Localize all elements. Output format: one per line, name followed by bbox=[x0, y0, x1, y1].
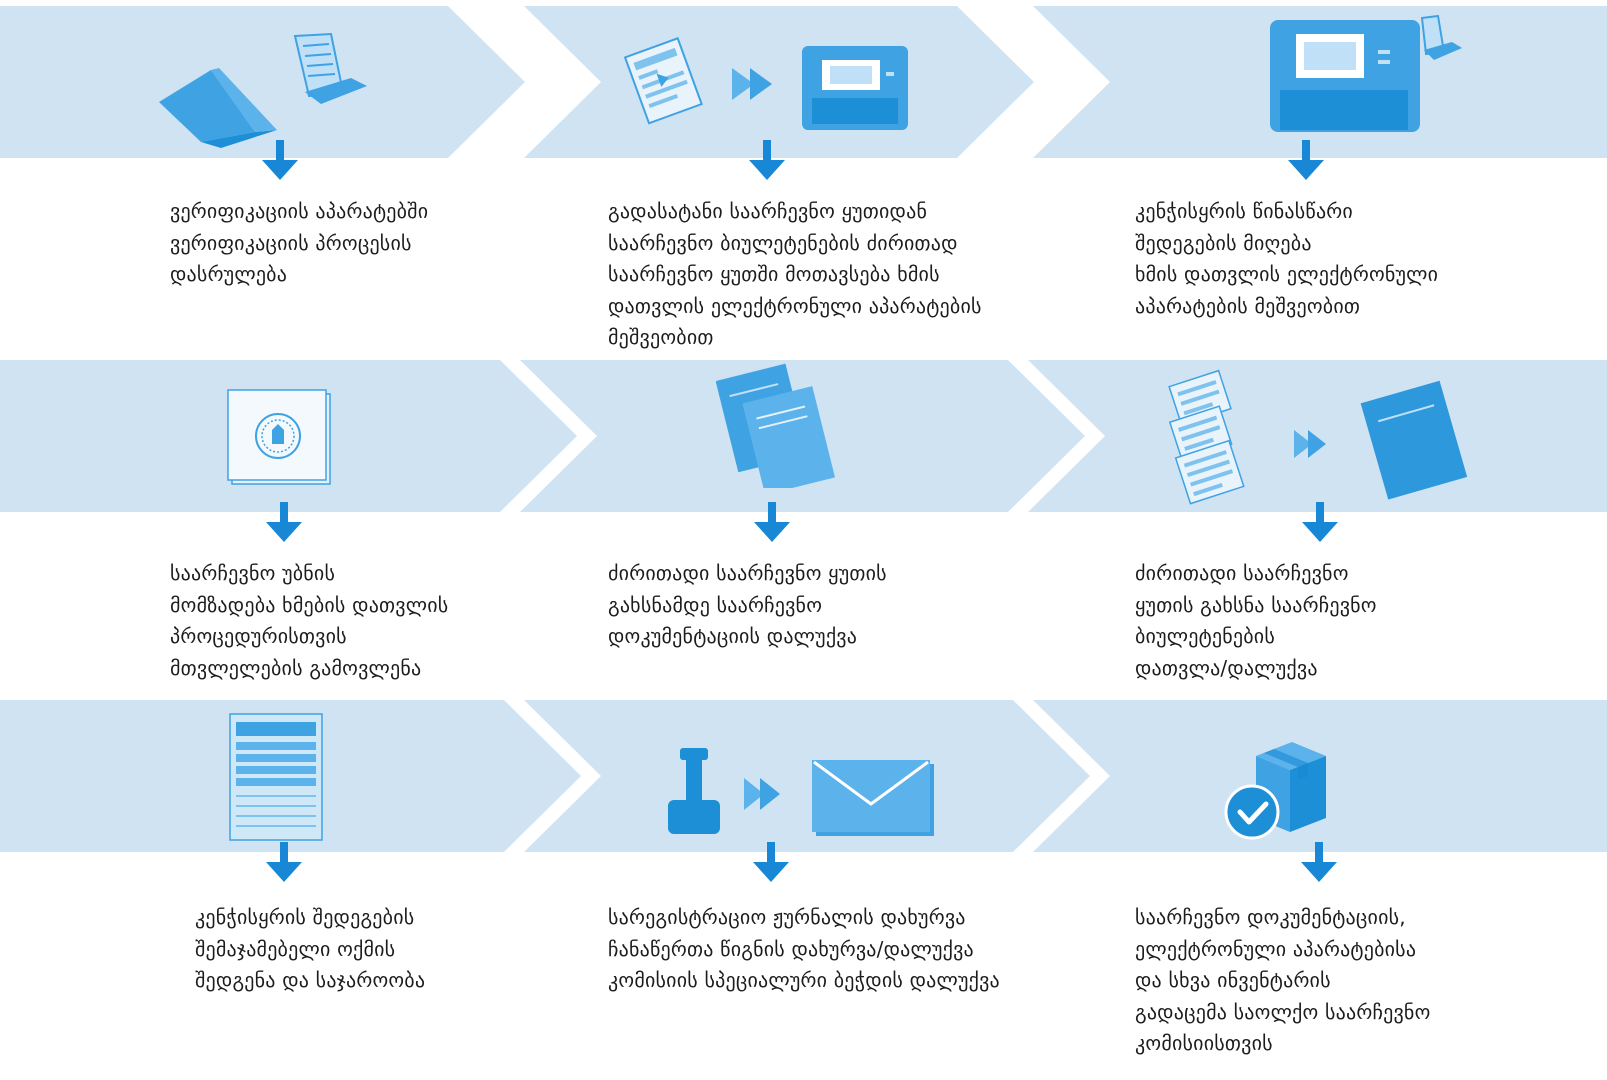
down-arrow-icon bbox=[1302, 502, 1338, 542]
step-caption-close-journals: სარეგისტრაციო ჟურნალის დახურვა ჩანაწერთა… bbox=[608, 902, 1000, 997]
caption-line: კენჭისყრის შედეგების bbox=[195, 905, 415, 929]
caption-line: შედეგების მიღება bbox=[1135, 230, 1312, 255]
caption-line: კენჭისყრის წინასწარი bbox=[1135, 199, 1353, 223]
sealed-document-icon bbox=[227, 389, 331, 485]
caption-line: აპარატების მეშვეობით bbox=[1135, 293, 1361, 318]
step-caption-verification: ვერიფიკაციის აპარატებში ვერიფიკაციის პრო… bbox=[170, 196, 428, 291]
ballot-transfer-scanner-icon bbox=[623, 37, 908, 130]
summary-protocol-icon bbox=[229, 713, 323, 841]
caption-line: მთვლელების გამოვლენა bbox=[170, 655, 422, 680]
caption-line: გადასატანი საარჩევნო ყუთიდან bbox=[608, 199, 928, 223]
caption-line: სარეგისტრაციო ჟურნალის დახურვა bbox=[608, 905, 966, 929]
caption-line: გადაცემა საოლქო საარჩევნო bbox=[1135, 999, 1431, 1024]
chevron-segment bbox=[0, 6, 525, 158]
down-arrow-icon bbox=[1301, 842, 1337, 882]
step-caption-ballot-transfer: გადასატანი საარჩევნო ყუთიდან საარჩევნო ბ… bbox=[608, 196, 982, 354]
counting-machine-receipt-icon bbox=[1270, 14, 1462, 132]
caption-line: მეშვეობით bbox=[608, 325, 714, 349]
caption-line: ჩანაწერთა წიგნის დახურვა/დალუქვა bbox=[608, 936, 974, 961]
caption-line: კომისიის სპეციალური ბეჭდის დალუქვა bbox=[608, 968, 1000, 992]
step-caption-handover: საარჩევნო დოკუმენტაციის, ელექტრონული აპა… bbox=[1135, 902, 1431, 1060]
verification-device-icon bbox=[159, 32, 367, 148]
caption-line: კომისიისთვის bbox=[1135, 1031, 1273, 1055]
caption-line: შედგენა და საჯაროობა bbox=[195, 968, 426, 992]
caption-line: ვერიფიკაციის აპარატებში bbox=[170, 199, 429, 223]
caption-line: საარჩევნო უბნის bbox=[170, 561, 336, 585]
caption-line: დათვლის ელექტრონული აპარატების bbox=[608, 293, 982, 318]
stamp-to-envelope-icon bbox=[668, 748, 934, 836]
approved-box-icon bbox=[1224, 742, 1326, 840]
caption-line: ელექტრონული აპარატებისა bbox=[1135, 936, 1417, 961]
step-caption-preliminary-results: კენჭისყრის წინასწარი შედეგების მიღება ხმ… bbox=[1135, 196, 1438, 322]
ballots-to-package-icon bbox=[1168, 369, 1468, 505]
down-arrow-icon bbox=[1288, 140, 1324, 180]
caption-line: ბიულეტენების bbox=[1135, 624, 1275, 648]
caption-line: საარჩევნო ყუთში მოთავსება ხმის bbox=[608, 262, 940, 286]
caption-line: საარჩევნო ბიულეტენების ძირითად bbox=[608, 230, 958, 255]
caption-line: შემაჯამებელი ოქმის bbox=[195, 936, 396, 961]
step-caption-open-box-count: ძირითადი საარჩევნო ყუთის გახსნა საარჩევნ… bbox=[1135, 558, 1377, 684]
caption-line: ძირითადი საარჩევნო ყუთის bbox=[608, 561, 887, 585]
caption-line: ყუთის გახსნა საარჩევნო bbox=[1135, 592, 1377, 617]
chevron-segment bbox=[524, 700, 1090, 852]
caption-line: დასრულება bbox=[170, 262, 288, 286]
step-caption-precinct-preparation: საარჩევნო უბნის მომზადება ხმების დათვლის… bbox=[170, 558, 448, 684]
down-arrow-icon bbox=[266, 502, 302, 542]
caption-line: და სხვა ინვენტარის bbox=[1135, 968, 1331, 992]
down-arrow-icon bbox=[753, 842, 789, 882]
step-caption-seal-documentation: ძირითადი საარჩევნო ყუთის გახსნამდე საარჩ… bbox=[608, 558, 887, 653]
caption-line: ძირითადი საარჩევნო bbox=[1135, 561, 1349, 585]
caption-line: მომზადება ხმების დათვლის bbox=[170, 592, 449, 617]
down-arrow-icon bbox=[266, 842, 302, 882]
caption-line: დოკუმენტაციის დალუქვა bbox=[608, 624, 858, 648]
caption-line: დათვლა/დალუქვა bbox=[1135, 655, 1318, 680]
caption-line: ხმის დათვლის ელექტრონული bbox=[1135, 262, 1439, 286]
caption-line: გახსნამდე საარჩევნო bbox=[608, 592, 823, 617]
down-arrow-icon bbox=[749, 140, 785, 180]
down-arrow-icon bbox=[262, 140, 298, 180]
document-stack-icon bbox=[716, 363, 835, 488]
step-caption-summary-protocol: კენჭისყრის შედეგების შემაჯამებელი ოქმის … bbox=[195, 902, 425, 997]
caption-line: პროცედურისთვის bbox=[170, 624, 347, 648]
caption-line: საარჩევნო დოკუმენტაციის, bbox=[1135, 905, 1406, 929]
caption-line: ვერიფიკაციის პროცესის bbox=[170, 230, 412, 255]
down-arrow-icon bbox=[754, 502, 790, 542]
